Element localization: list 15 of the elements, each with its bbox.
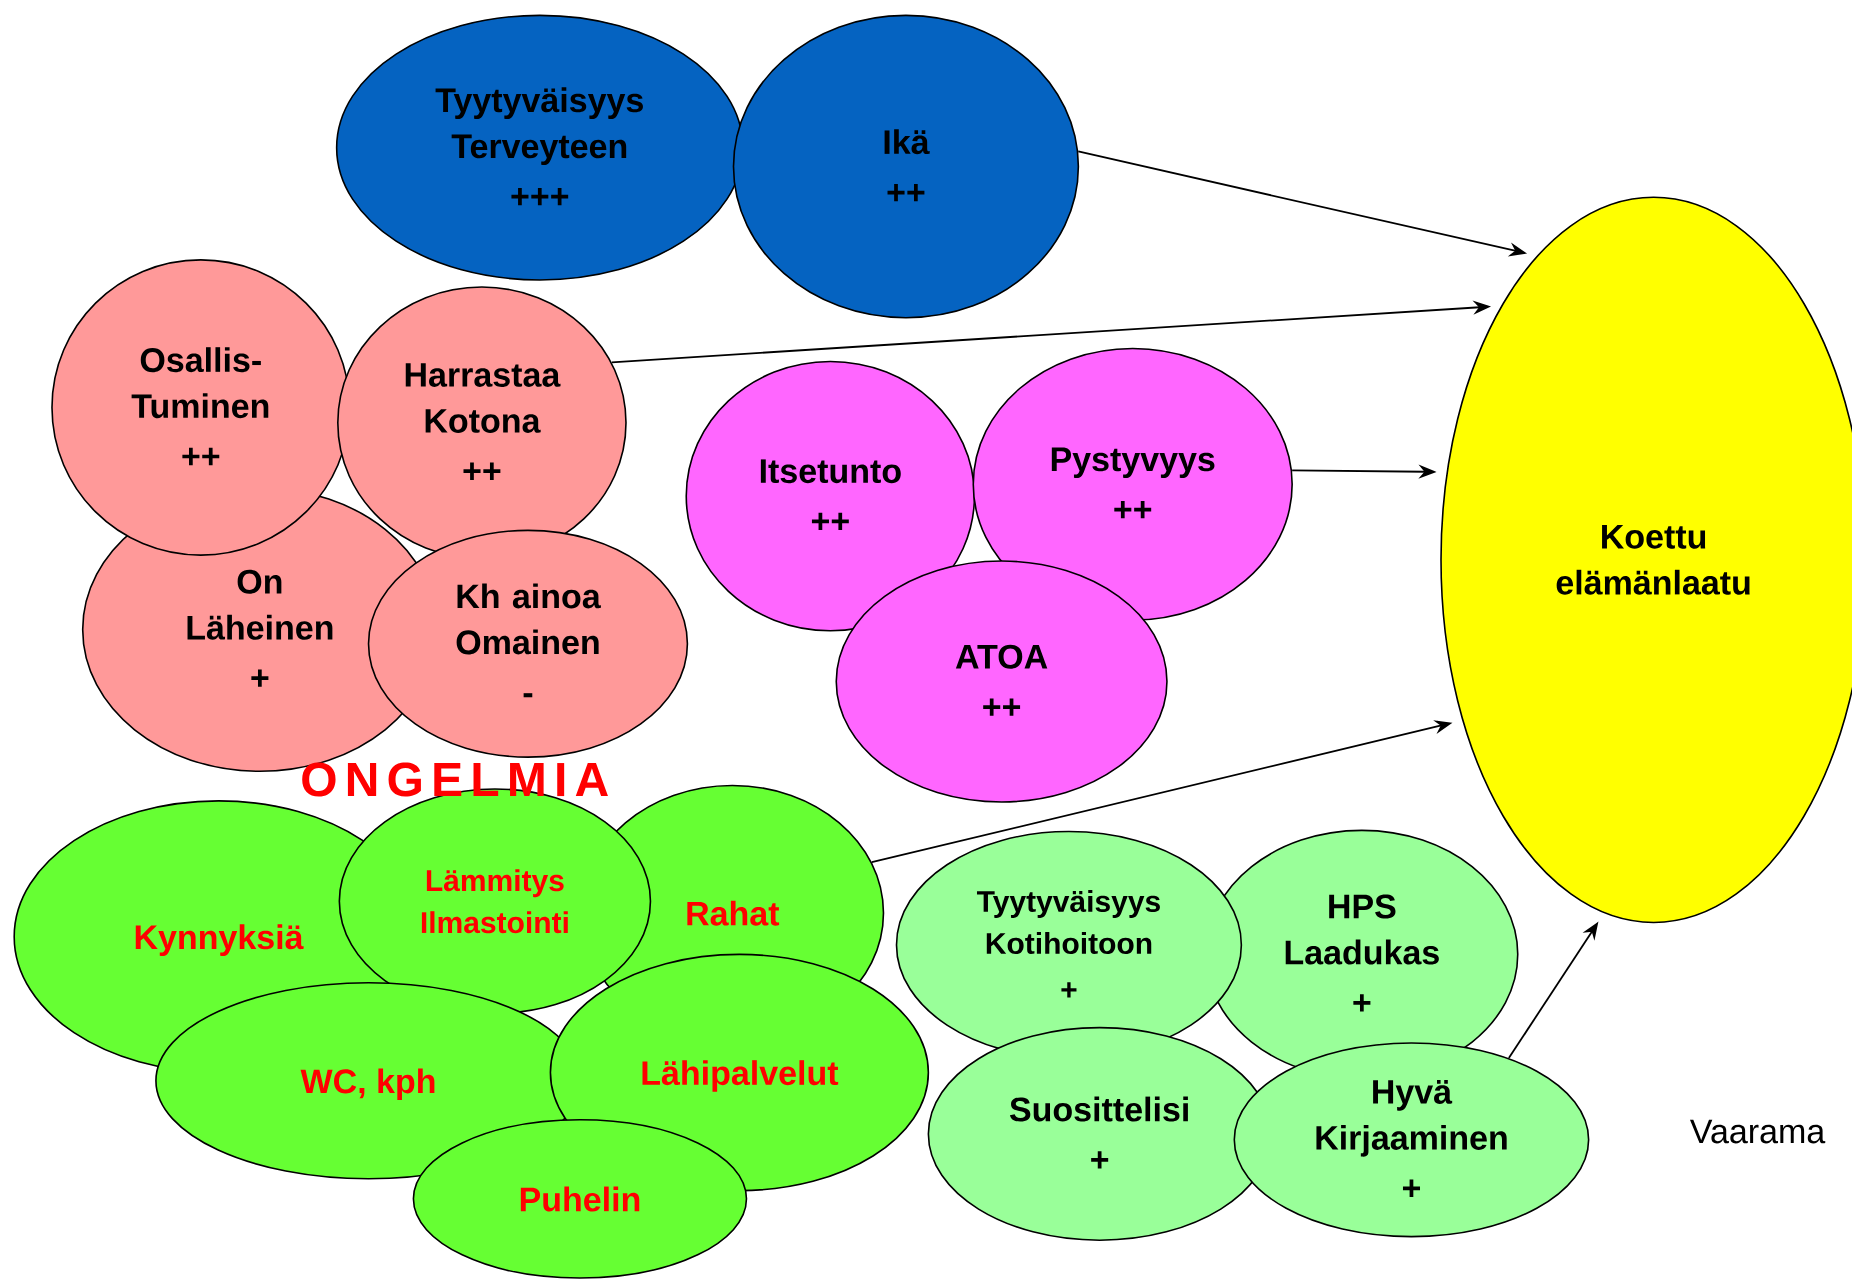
- ellipse-node: Pystyvyys ++: [972, 347, 1293, 621]
- ellipse-node: Itsetunto ++: [685, 360, 976, 632]
- ellipse-node: Kh ainoa Omainen -: [367, 529, 689, 758]
- ellipse-node: Tyytyväisyys Terveyteen +++: [335, 14, 744, 281]
- ellipse-node: Harrastaa Kotona ++: [337, 286, 627, 560]
- ellipse-node: Tyytyväisyys Kotihoitoon +: [895, 830, 1243, 1059]
- ellipse-node: WC, kph: [155, 981, 582, 1180]
- ellipse-node: Osallis- Tuminen ++: [51, 258, 351, 556]
- ellipse-node: ATOA ++: [835, 560, 1168, 803]
- ellipse-node: Hyvä Kirjaaminen +: [1233, 1042, 1590, 1238]
- ellipse-node: Suosittelisi +: [927, 1026, 1272, 1241]
- ellipse-node: Koettu elämänlaatu: [1440, 196, 1852, 924]
- ellipse-node: Ikä ++: [732, 14, 1080, 319]
- ellipse-node: Puhelin: [412, 1118, 748, 1279]
- author-label: Vaarama: [1690, 1119, 1826, 1144]
